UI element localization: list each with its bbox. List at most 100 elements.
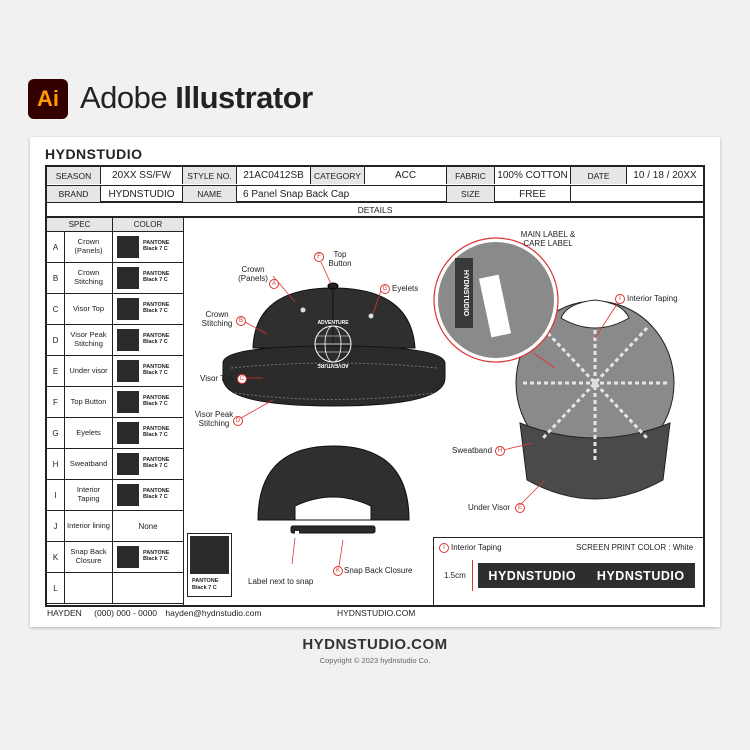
color-swatch: [117, 453, 139, 475]
spec-name: [65, 573, 113, 603]
color-swatch: [117, 546, 139, 568]
color-swatch: [117, 391, 139, 413]
back-crown: [257, 445, 410, 521]
spec-name: Visor Peak Stitching: [65, 325, 113, 355]
date-label: DATE: [571, 167, 627, 184]
style-label: STYLE NO.: [183, 167, 237, 184]
pantone-color: Black 7 C: [143, 432, 168, 439]
footer-site: HYDNSTUDIO.COM: [337, 608, 416, 618]
name-value: 6 Panel Snap Back Cap: [237, 185, 447, 202]
footer-name: HAYDEN: [47, 608, 82, 618]
spec-letter: B: [47, 263, 65, 293]
spec-name: Top Button: [65, 387, 113, 417]
spec-letter: K: [47, 542, 65, 572]
callout-interior-taping: Interior Taping: [627, 294, 678, 303]
pantone-color: Black 7 C: [143, 401, 168, 408]
blank-cell: [571, 185, 703, 202]
tape-title: Interior Taping: [451, 543, 502, 552]
spec-name: Eyelets: [65, 418, 113, 448]
spec-name: Visor Top: [65, 294, 113, 324]
spec-name: Sweatband: [65, 449, 113, 479]
details-box: [45, 218, 705, 607]
pantone-text: PANTONE: [143, 488, 170, 494]
front-cap-drawing: ADVENTURE ADVENTURE: [222, 282, 446, 407]
magnifier-ring: [433, 237, 559, 363]
callout-visor-peak: Visor Peak Stitching: [194, 410, 234, 429]
pantone-text: PANTONE: [143, 457, 170, 463]
spec-letter: E: [47, 356, 65, 386]
callout-top-button: Top Button: [328, 250, 352, 269]
brand-value: HYDNSTUDIO: [101, 185, 183, 202]
callout-f-marker: F: [314, 252, 324, 262]
callout-e-marker: E: [515, 503, 525, 513]
care-label: [478, 274, 512, 338]
back-opening: [294, 496, 372, 521]
spec-letter: J: [47, 511, 65, 541]
footer-phone: (000) 000 - 0000: [94, 608, 158, 618]
spec-letter: G: [47, 418, 65, 448]
spec-name: Under visor: [65, 356, 113, 386]
pantone-color: Black 7 C: [143, 370, 168, 377]
eyelet-right: [368, 313, 374, 319]
pantone-text: PANTONE: [143, 240, 170, 246]
callout-b-marker: B: [236, 316, 246, 326]
brand-label: BRAND: [47, 185, 101, 202]
color-swatch: [117, 360, 139, 382]
callout-snap-closure: Snap Back Closure: [344, 566, 413, 575]
pantone-text: PANTONE: [143, 333, 170, 339]
callout-visor-top: Visor Top: [200, 374, 234, 383]
color-swatch: [117, 236, 139, 258]
callout-eyelets: Eyelets: [392, 284, 419, 293]
back-cap-drawing: ADVENTURE: [257, 445, 410, 537]
spec-header: SPEC: [47, 218, 113, 232]
front-print-top: ADVENTURE: [317, 320, 349, 326]
pantone-text: PANTONE: [143, 426, 170, 432]
spec-name: Snap Back Closure: [65, 542, 113, 572]
spec-row: L: [47, 573, 183, 604]
category-value: ACC: [365, 167, 447, 184]
spec-name: Interior lining: [65, 511, 113, 541]
spec-letter: C: [47, 294, 65, 324]
footer-email: hayden@hydnstudio.com: [165, 608, 262, 618]
name-label: NAME: [183, 185, 237, 202]
callout-i-marker: I: [615, 294, 625, 304]
color-swatch: [117, 267, 139, 289]
front-crown: [252, 287, 416, 349]
callout-main-label: MAIN LABEL & CARE LABEL: [520, 230, 576, 249]
spec-name: Interior Taping: [65, 480, 113, 510]
pantone-color: Black 7 C: [143, 246, 168, 253]
color-swatch: [117, 298, 139, 320]
main-label: [455, 258, 473, 328]
front-visor: [222, 345, 446, 407]
fabric-label: FABRIC: [447, 167, 495, 184]
tape-d1: [541, 326, 649, 440]
main-label-text: HYDNSTUDIO: [462, 270, 469, 317]
pantone-text: PANTONE: [143, 271, 170, 277]
magnifier-pointer: [532, 352, 556, 369]
header-table: SEASON 20XX SS/FW STYLE NO. 21AC0412SB C…: [45, 165, 705, 203]
season-label: SEASON: [47, 167, 101, 184]
pantone-color: Black 7 C: [143, 339, 168, 346]
details-bar: DETAILS: [45, 203, 705, 218]
tape-i-marker: I: [439, 543, 449, 553]
pantone-text: PANTONE: [192, 578, 219, 584]
callout-h-marker: H: [495, 446, 505, 456]
season-value: 20XX SS/FW: [101, 167, 183, 184]
style-value: 21AC0412SB: [237, 167, 311, 184]
snap-strap: [290, 525, 376, 534]
